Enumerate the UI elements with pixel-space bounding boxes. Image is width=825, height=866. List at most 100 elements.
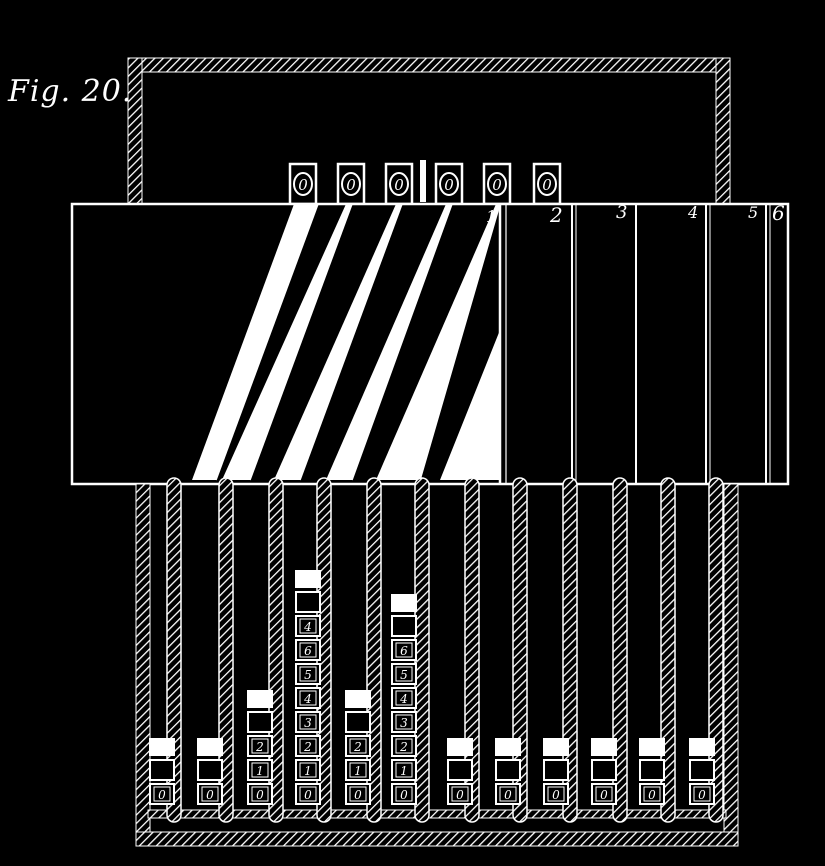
digit-cell [447,783,473,805]
band-2 [222,204,352,480]
readout-ring [439,172,459,196]
digit-cell-inner [693,786,711,802]
digit-cell-inner [395,642,413,658]
digit-cell-label: 0 [648,788,656,802]
digit-cell-inner [153,786,171,802]
digit-cell-inner [349,762,367,778]
white-block [639,738,665,756]
digit-cell-label: 0 [206,788,214,802]
digit-cell-inner [349,738,367,754]
band-guide-3 [299,203,403,481]
column-2: 0 [197,738,223,805]
digit-cell-inner [395,762,413,778]
column-12: 0 [689,738,715,805]
digit-cell-inner [201,786,219,802]
digit-cell [639,783,665,805]
digit-cell [247,759,273,781]
lower-housing [135,483,739,847]
digit-cell-inner [299,666,317,682]
white-block [689,738,715,756]
white-block [543,738,569,756]
empty-cell [543,759,569,781]
rod-body [512,477,528,823]
digit-cell-label: 2 [353,740,362,754]
digit-cell-inner [395,738,413,754]
digit-cell-label: 5 [400,668,408,682]
column-7: 0 [447,738,473,805]
digit-cell-inner [643,786,661,802]
white-block [495,738,521,756]
digit-cell [391,735,417,757]
digit-cell-inner [299,714,317,730]
empty-cell [391,615,417,637]
digit-cell-label: 0 [158,788,166,802]
readout-digit: 0 [492,176,502,194]
digit-cell-inner [395,690,413,706]
digit-cell-label: 0 [400,788,408,802]
empty-cell [295,591,321,613]
empty-cell [197,759,223,781]
digit-cell-inner [251,738,269,754]
digit-cell-label: 5 [304,668,312,682]
digit-cell [391,759,417,781]
rod-body [612,477,628,823]
digit-cell [149,783,175,805]
column-1: 0 [149,738,175,805]
band-5 [376,204,500,480]
white-block [197,738,223,756]
digit-cell-inner [395,714,413,730]
rod-body [414,477,430,823]
readout-digit: 0 [346,176,356,194]
column-5: 210 [345,690,371,805]
digit-cell [295,711,321,733]
rod-10 [612,477,628,823]
digit-cell [391,663,417,685]
digit-cell [689,783,715,805]
digit-cell-label: 0 [304,788,312,802]
rod-body [464,477,480,823]
white-block [591,738,617,756]
digit-cell [345,783,371,805]
digit-cell-label: 1 [354,764,362,778]
digit-cell [391,783,417,805]
digit-cell-label: 2 [399,740,408,754]
digit-cell-label: 0 [600,788,608,802]
rod-9 [562,477,578,823]
readout-ring [293,172,313,196]
band-1 [192,204,318,480]
digit-cell-label: 0 [698,788,706,802]
readout-window-3: 0 [384,162,414,206]
rod-8 [512,477,528,823]
digit-cell-inner [251,786,269,802]
digit-cell-inner [299,738,317,754]
slanted-bands [192,203,501,481]
digit-cell-label: 1 [256,764,264,778]
digit-cell [247,783,273,805]
digit-cell-label: 0 [256,788,264,802]
panel-number-4: 4 [687,203,698,222]
digit-cell [495,783,521,805]
digit-cell-label: 4 [303,620,312,634]
digit-cell [247,735,273,757]
digit-cell-inner [299,618,317,634]
rod-body [166,477,182,823]
figure-label: Fig. 20. [8,74,133,109]
digit-cell [345,735,371,757]
panel-number-2: 2 [549,203,563,227]
band-4 [326,204,452,480]
band-guide-4 [351,203,453,481]
readout-window-1: 0 [288,162,318,206]
readout-ring [341,172,361,196]
top-frame [127,57,731,209]
rod-body [562,477,578,823]
digit-cell-inner [349,786,367,802]
digit-cell [391,639,417,661]
panel-number-3: 3 [616,202,627,223]
digit-cell [295,735,321,757]
digit-cell [295,663,321,685]
digit-cell-inner [547,786,565,802]
